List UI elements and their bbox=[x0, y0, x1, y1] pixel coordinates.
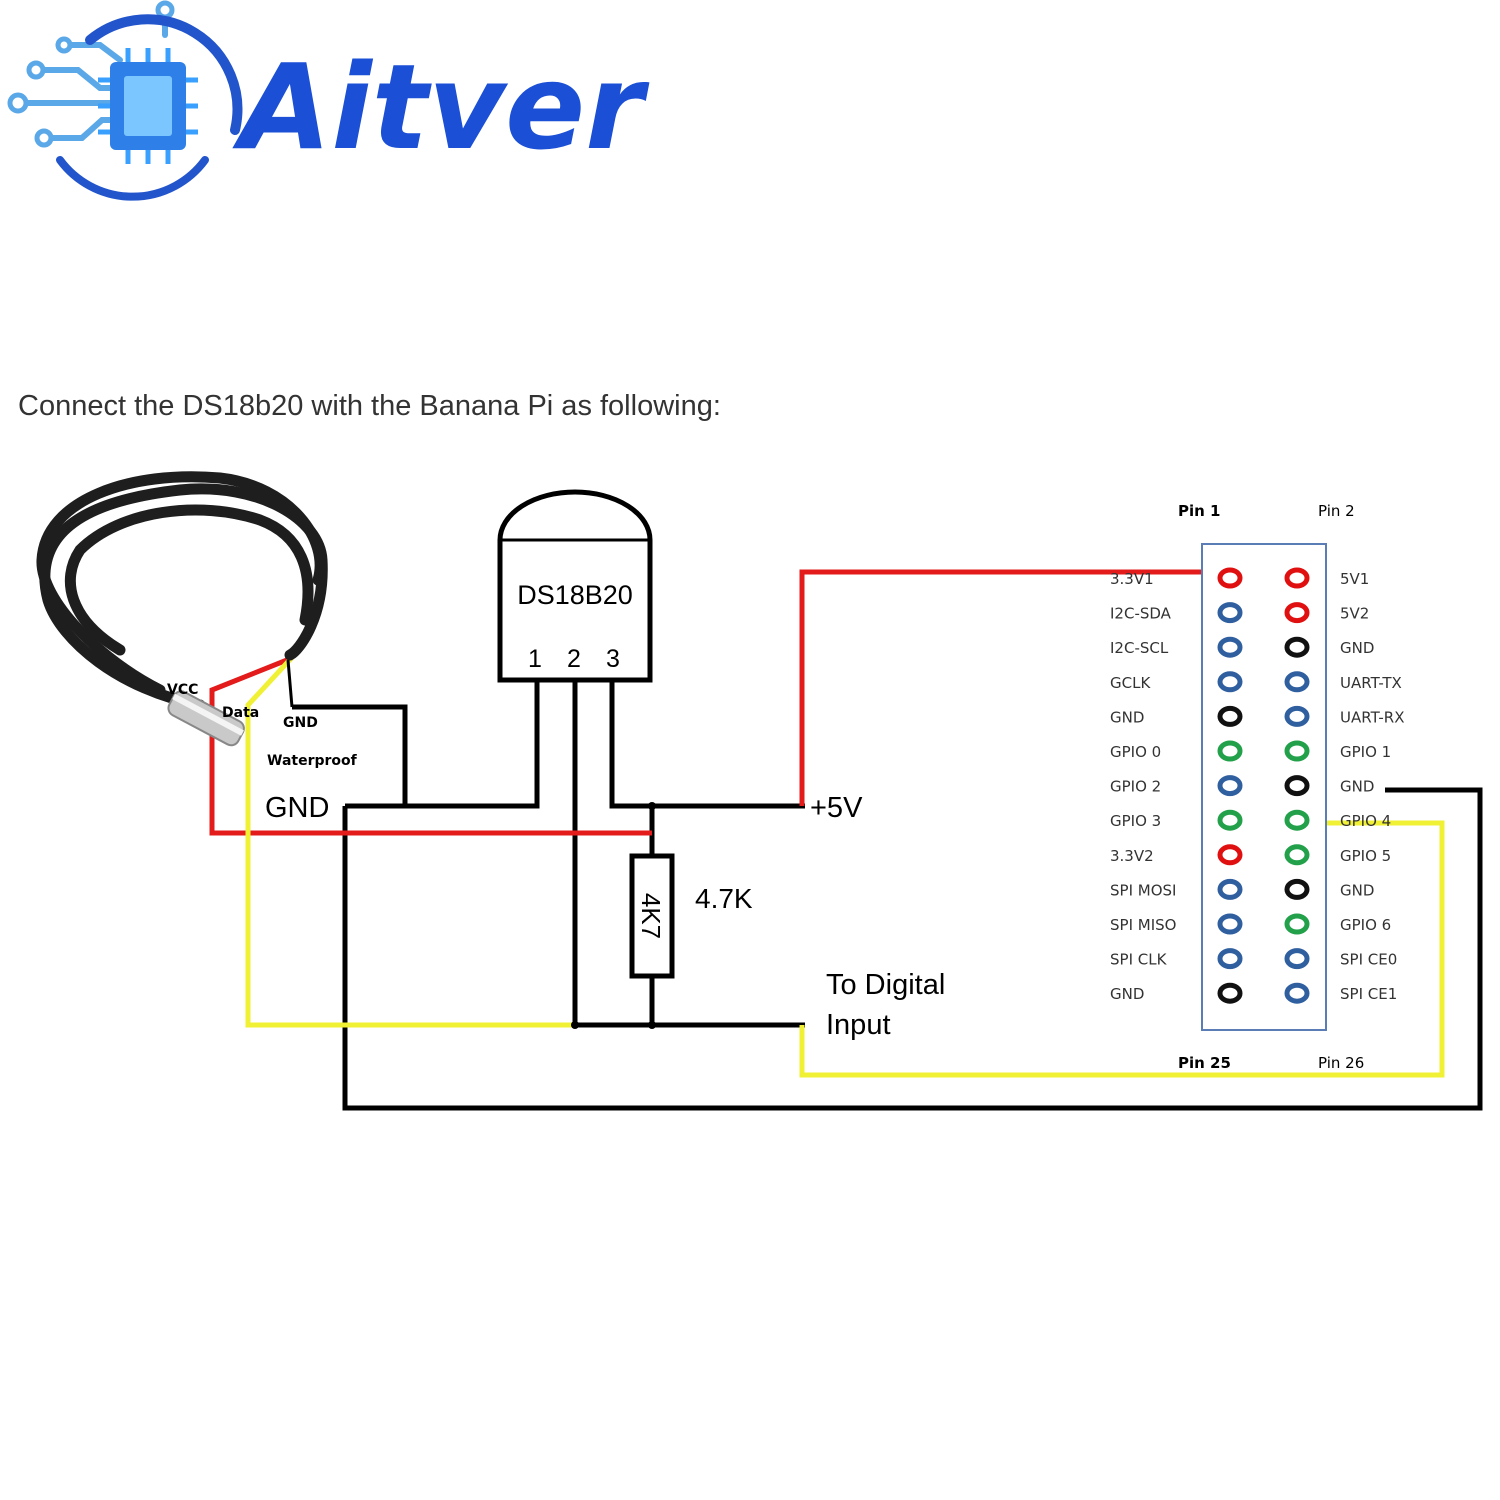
pin-label-right: GPIO 1 bbox=[1340, 743, 1391, 761]
aitver-logo: Aitver bbox=[7, 0, 650, 201]
header-pin-right bbox=[1284, 809, 1310, 831]
instruction-text: Connect the DS18b20 with the Banana Pi a… bbox=[18, 390, 721, 422]
header-pin-left bbox=[1217, 775, 1243, 797]
pin-label-left: GND bbox=[1110, 985, 1144, 1003]
pin25-label: Pin 25 bbox=[1178, 1054, 1231, 1072]
header-pin-right bbox=[1284, 844, 1310, 866]
vcc-5v-label: +5V bbox=[810, 792, 863, 824]
resistor-body-label: 4K7 bbox=[636, 893, 666, 939]
ds18b20-chip: DS18B20 1 2 3 bbox=[497, 489, 653, 683]
digital-input-label-line2: Input bbox=[826, 1009, 891, 1041]
pin-label-left: GND bbox=[1110, 708, 1144, 726]
pin-label-left: GPIO 0 bbox=[1110, 743, 1161, 761]
pin-label-right: GND bbox=[1340, 639, 1374, 657]
pin-label-left: 3.3V2 bbox=[1110, 847, 1154, 865]
header-pin-left bbox=[1217, 948, 1243, 970]
brand-name: Aitver bbox=[232, 38, 650, 176]
header-pin-left bbox=[1217, 636, 1243, 658]
header-pin-left bbox=[1217, 705, 1243, 727]
pin-label-left: GPIO 2 bbox=[1110, 778, 1161, 796]
pin-label-left: GCLK bbox=[1110, 674, 1151, 692]
header-pin-right bbox=[1284, 602, 1310, 624]
pin1-label: Pin 1 bbox=[1178, 502, 1220, 520]
header-pin-right bbox=[1284, 775, 1310, 797]
pin-label-right: UART-RX bbox=[1340, 708, 1404, 726]
pin-label-right: GND bbox=[1340, 778, 1374, 796]
pin-label-right: SPI CE0 bbox=[1340, 951, 1397, 969]
gnd-label: GND bbox=[265, 792, 329, 824]
pin-label-left: I2C-SDA bbox=[1110, 605, 1172, 623]
header-pin-left bbox=[1217, 809, 1243, 831]
pin-label-right: 5V2 bbox=[1340, 605, 1369, 623]
wires bbox=[209, 569, 1483, 1111]
chip-pin-1: 1 bbox=[528, 645, 542, 673]
pin26-label: Pin 26 bbox=[1318, 1054, 1364, 1072]
header-pin-left bbox=[1217, 671, 1243, 693]
header-pin-right bbox=[1284, 636, 1310, 658]
pin-label-left: SPI CLK bbox=[1110, 951, 1168, 969]
header-pin-right bbox=[1284, 740, 1310, 762]
pin-label-right: UART-TX bbox=[1340, 674, 1402, 692]
header-pin-left bbox=[1217, 913, 1243, 935]
pin-label-left: GPIO 3 bbox=[1110, 812, 1161, 830]
pin-label-right: GPIO 6 bbox=[1340, 916, 1391, 934]
junction-dots bbox=[571, 802, 656, 1029]
probe-gnd-label: GND bbox=[283, 715, 318, 731]
header-pin-left bbox=[1217, 878, 1243, 900]
header-pin-left bbox=[1217, 844, 1243, 866]
probe-data-label: Data bbox=[222, 705, 259, 721]
pin-label-left: I2C-SCL bbox=[1110, 639, 1169, 657]
pin-label-right: 5V1 bbox=[1340, 570, 1369, 588]
pin-label-left: SPI MOSI bbox=[1110, 881, 1176, 899]
header-pin-right bbox=[1284, 982, 1310, 1004]
pin-label-right: GND bbox=[1340, 881, 1374, 899]
probe-waterproof-label: Waterproof bbox=[267, 753, 358, 769]
resistor-value-label: 4.7K bbox=[695, 883, 753, 914]
header-pin-right bbox=[1284, 567, 1310, 589]
header-pin-right bbox=[1284, 671, 1310, 693]
pin-label-right: SPI CE1 bbox=[1340, 985, 1397, 1003]
header-pin-left bbox=[1217, 567, 1243, 589]
header-pin-right bbox=[1284, 878, 1310, 900]
pin-label-left: SPI MISO bbox=[1110, 916, 1176, 934]
waterproof-probe: VCC Data GND Waterproof bbox=[36, 471, 358, 769]
resistor: 4K7 4.7K bbox=[629, 853, 753, 979]
pin-label-left: 3.3V1 bbox=[1110, 570, 1154, 588]
header-pin-left bbox=[1217, 982, 1243, 1004]
header-pin-right bbox=[1284, 913, 1310, 935]
gpio-header: Pin 1 Pin 2 Pin 25 Pin 26 3.3V1 5V1I2C-SD… bbox=[1110, 502, 1404, 1072]
chip-pin-2: 2 bbox=[567, 645, 581, 673]
pin2-label: Pin 2 bbox=[1318, 502, 1355, 520]
probe-vcc-label: VCC bbox=[167, 682, 198, 698]
header-pin-right bbox=[1284, 948, 1310, 970]
chip-name: DS18B20 bbox=[517, 580, 633, 610]
header-pin-left bbox=[1217, 740, 1243, 762]
header-pin-left bbox=[1217, 602, 1243, 624]
header-pin-right bbox=[1284, 705, 1310, 727]
digital-input-label-line1: To Digital bbox=[826, 969, 945, 1001]
pin-label-right: GPIO 5 bbox=[1340, 847, 1391, 865]
pin-label-right: GPIO 4 bbox=[1340, 812, 1391, 830]
chip-pin-3: 3 bbox=[606, 645, 620, 673]
